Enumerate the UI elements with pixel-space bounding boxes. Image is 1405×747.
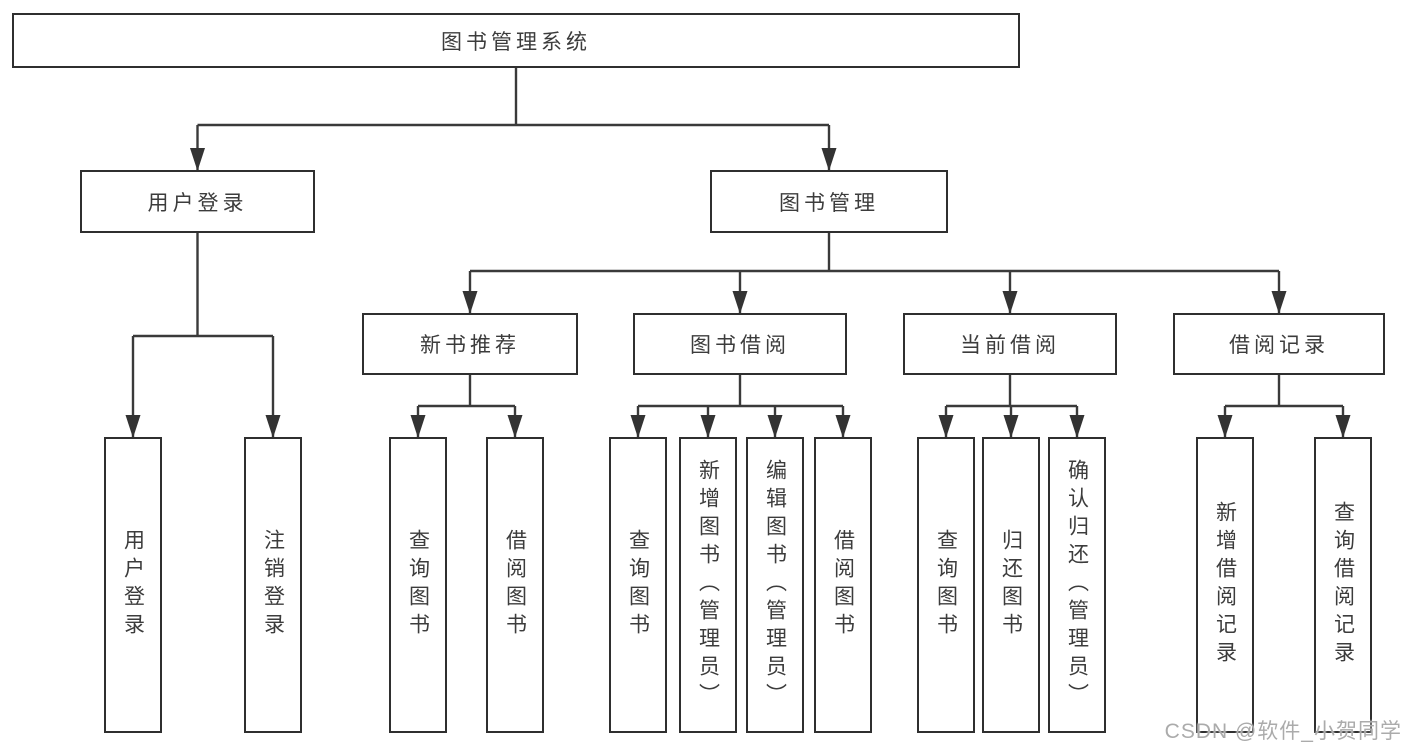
leaf-logout: 注销登录: [244, 437, 302, 733]
arrowhead: [190, 148, 205, 171]
arrowhead: [835, 415, 851, 438]
arrowhead: [1069, 415, 1085, 438]
node-borrowing-records: 借阅记录: [1173, 313, 1385, 375]
node-book-borrowing: 图书借阅: [633, 313, 847, 375]
arrowhead: [630, 415, 646, 438]
leaf-return-books: 归还图书: [982, 437, 1040, 733]
arrowhead: [821, 148, 837, 171]
node-library-management-system: 图书管理系统: [12, 13, 1020, 68]
csdn-watermark: CSDN @软件_小贺同学: [1164, 720, 1402, 743]
node-label: 借阅记录: [1229, 334, 1329, 357]
arrowhead: [1335, 415, 1351, 438]
leaf-label: 借阅图书: [503, 529, 527, 641]
leaf-label: 编辑图书（管理员）: [763, 459, 787, 711]
arrowhead: [767, 415, 783, 438]
arrowhead: [507, 415, 523, 438]
arrowhead: [265, 415, 281, 438]
arrowhead: [410, 415, 426, 438]
leaf-label: 查询图书: [626, 529, 650, 641]
node-label: 新书推荐: [420, 334, 520, 357]
leaf-label: 新增图书（管理员）: [696, 459, 720, 711]
node-user-login: 用户登录: [80, 170, 315, 233]
leaf-label: 注销登录: [261, 529, 285, 641]
arrowhead: [1002, 291, 1018, 314]
leaf-search-borrow-record: 查询借阅记录: [1314, 437, 1372, 733]
leaf-confirm-return-admin: 确认归还（管理员）: [1048, 437, 1106, 733]
arrowhead: [125, 415, 141, 438]
leaf-search-books: 查询图书: [609, 437, 667, 733]
leaf-user-login: 用户登录: [104, 437, 162, 733]
arrowhead: [938, 415, 954, 438]
arrowhead: [1217, 415, 1233, 438]
node-current-borrowing: 当前借阅: [903, 313, 1117, 375]
leaf-edit-book-admin: 编辑图书（管理员）: [746, 437, 804, 733]
leaf-label: 新增借阅记录: [1213, 501, 1237, 669]
leaf-label: 归还图书: [999, 529, 1023, 641]
leaf-borrow-books: 借阅图书: [486, 437, 544, 733]
node-label: 图书管理: [779, 191, 879, 215]
leaf-label: 用户登录: [121, 529, 145, 641]
arrowhead: [1003, 415, 1019, 438]
leaf-search-books: 查询图书: [389, 437, 447, 733]
arrowhead: [462, 291, 478, 314]
leaf-label: 查询借阅记录: [1331, 501, 1355, 669]
leaf-add-borrow-record: 新增借阅记录: [1196, 437, 1254, 733]
node-book-management: 图书管理: [710, 170, 948, 233]
leaf-label: 查询图书: [406, 529, 430, 641]
arrowhead: [700, 415, 716, 438]
node-label: 当前借阅: [960, 334, 1060, 357]
leaf-label: 确认归还（管理员）: [1065, 459, 1089, 711]
leaf-label: 查询图书: [934, 529, 958, 641]
arrowhead: [1271, 291, 1287, 314]
node-new-book-recommendation: 新书推荐: [362, 313, 578, 375]
leaf-borrow-books: 借阅图书: [814, 437, 872, 733]
node-label: 图书管理系统: [441, 30, 591, 54]
leaf-add-book-admin: 新增图书（管理员）: [679, 437, 737, 733]
arrowhead: [732, 291, 748, 314]
node-label: 用户登录: [147, 191, 248, 215]
leaf-label: 借阅图书: [831, 529, 855, 641]
node-label: 图书借阅: [690, 334, 790, 357]
leaf-search-books: 查询图书: [917, 437, 975, 733]
